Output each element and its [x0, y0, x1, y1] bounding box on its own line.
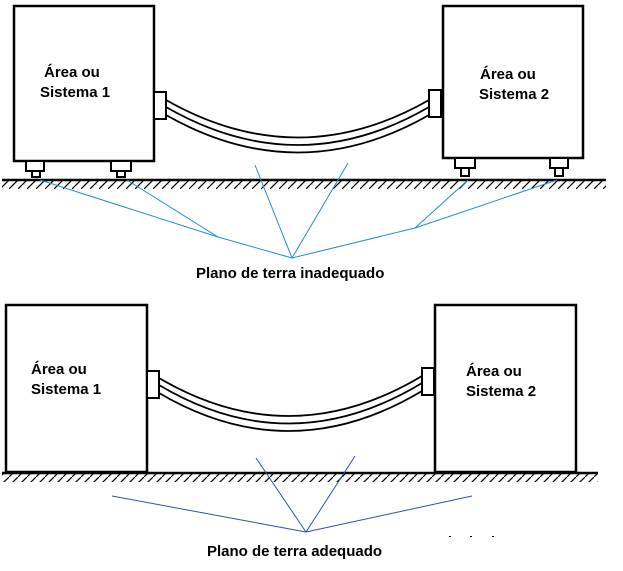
bottom-right-label-line2: Sistema 2 — [466, 383, 536, 400]
bottom-cable — [158, 375, 423, 432]
top-left-cabinet — [12, 4, 156, 163]
top-cable — [165, 99, 430, 154]
top-right-label-line1: Área ou — [480, 66, 536, 83]
top-right-connector — [428, 89, 442, 118]
top-left-connector — [153, 91, 167, 120]
bottom-ground-paths — [111, 455, 473, 533]
top-right-label-line2: Sistema 2 — [479, 86, 549, 103]
top-left-label-line1: Área ou — [44, 64, 100, 81]
top-right-feet — [454, 157, 569, 177]
bottom-left-label-line1: Área ou — [31, 361, 87, 378]
top-ground-paths — [39, 162, 558, 259]
bottom-dots — [449, 536, 494, 537]
top-left-feet — [25, 160, 132, 178]
bottom-left-connector — [146, 370, 160, 399]
bottom-right-connector — [421, 367, 435, 396]
bottom-caption: Plano de terra adequado — [207, 543, 382, 560]
bottom-left-label-line2: Sistema 1 — [31, 381, 101, 398]
bottom-scene — [2, 303, 598, 537]
top-left-label-line2: Sistema 1 — [40, 84, 110, 101]
top-ground-hatch — [2, 180, 606, 189]
top-right-cabinet — [441, 4, 585, 160]
top-scene — [2, 4, 606, 259]
top-caption: Plano de terra inadequado — [196, 265, 384, 282]
bottom-ground-hatch — [2, 473, 598, 482]
bottom-right-label-line1: Área ou — [466, 363, 522, 380]
